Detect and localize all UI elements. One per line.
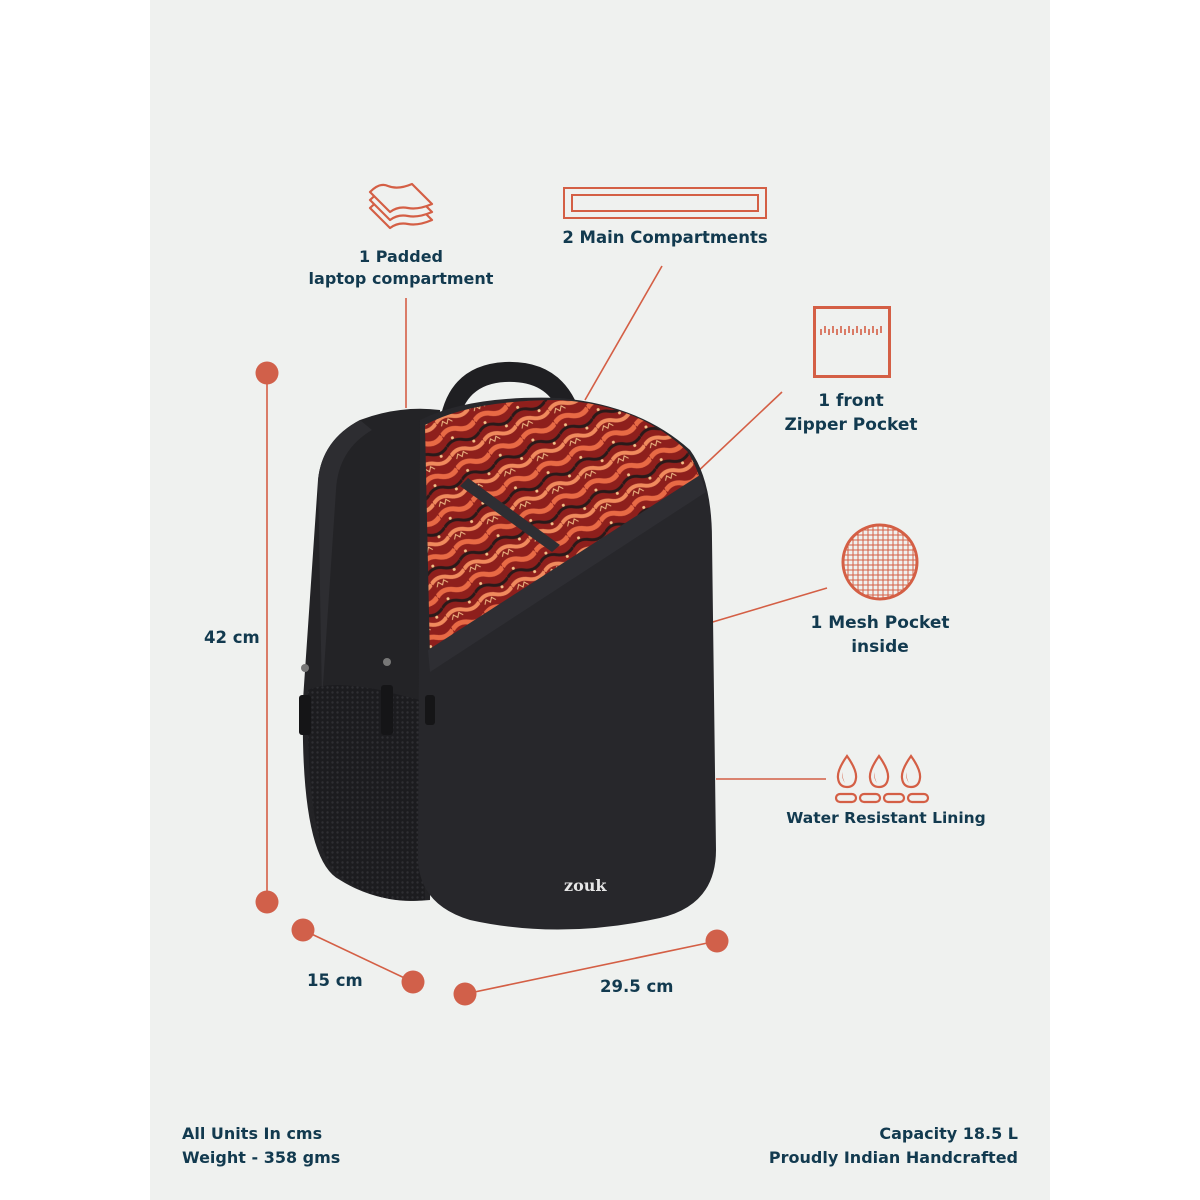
height-top-dot (255, 361, 279, 385)
feature-water-label: Water Resistant Lining (786, 809, 986, 827)
footer-right: Capacity 18.5 L Proudly Indian Handcraft… (769, 1122, 1018, 1170)
leader-line-mesh (705, 587, 828, 625)
depth-label: 15 cm (307, 971, 363, 990)
double-rectangle-icon (563, 187, 767, 219)
units-note: All Units In cms (182, 1124, 323, 1143)
water-drops-icon (834, 754, 930, 804)
stacked-layers-icon (368, 182, 434, 230)
footer-left: All Units In cms Weight - 358 gms (182, 1122, 340, 1170)
brand-logo: zouk (564, 876, 607, 895)
width-label: 29.5 cm (600, 977, 674, 996)
backpack (299, 361, 716, 930)
capacity-note: Capacity 18.5 L (879, 1124, 1018, 1143)
mesh-circle-icon (841, 523, 919, 601)
leader-line-zipper (692, 391, 783, 477)
depth-start-dot (291, 918, 315, 942)
depth-end-dot (401, 970, 425, 994)
feature-laptop-label: 1 Padded laptop compartment (308, 247, 494, 288)
feature-compartments-label: 2 Main Compartments (562, 228, 768, 247)
depth-dimension-line (302, 929, 414, 983)
zipper-pocket-icon (813, 306, 891, 378)
height-label: 42 cm (204, 628, 260, 647)
width-end-dot (705, 929, 729, 953)
weight-note: Weight - 358 gms (182, 1148, 341, 1167)
height-bottom-dot (255, 890, 279, 914)
leader-line-compartments (584, 265, 663, 401)
width-dimension-line (464, 940, 718, 995)
width-start-dot (453, 982, 477, 1006)
handcrafted-note: Proudly Indian Handcrafted (768, 1148, 1018, 1167)
feature-mesh-label: 1 Mesh Pocket inside (810, 613, 950, 657)
feature-zipper-label: 1 front Zipper Pocket (784, 391, 918, 435)
